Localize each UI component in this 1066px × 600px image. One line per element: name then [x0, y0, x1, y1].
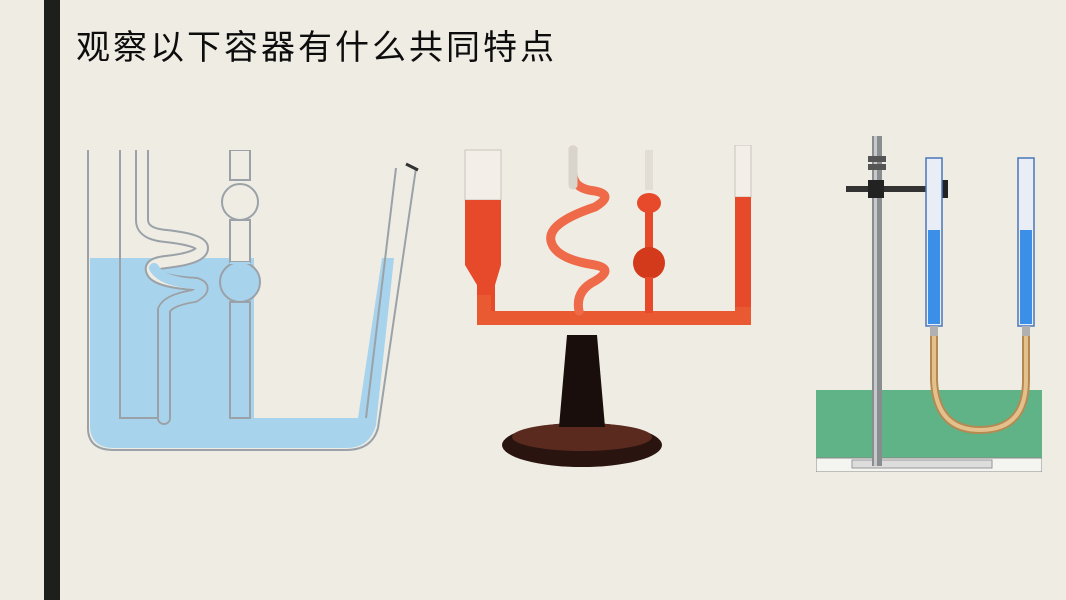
- bulb-tube-top: [229, 150, 251, 181]
- stand-column: [559, 335, 605, 427]
- bottom-pipe: [477, 295, 751, 325]
- water-left-tube: [90, 258, 120, 423]
- upper-red-bulb: [637, 193, 661, 213]
- accent-bar: [44, 0, 60, 600]
- bulb-stem: [229, 301, 251, 419]
- page-title: 观察以下容器有什么共同特点: [76, 28, 557, 68]
- red-connected-vessels-image: [464, 145, 752, 467]
- coil-tube-water: [149, 263, 207, 423]
- right-red-tube: [735, 197, 751, 307]
- vessel-outline: [87, 150, 417, 451]
- s-curve-tube: [546, 145, 610, 316]
- left-red-tube: [465, 200, 501, 315]
- bulb-neck: [229, 219, 251, 263]
- lower-bulb: [219, 261, 261, 303]
- blue-connected-vessels-image: [87, 150, 419, 451]
- burette-stand-image: [816, 136, 1042, 472]
- upper-bulb: [221, 183, 259, 221]
- clamp-arm: [846, 186, 948, 192]
- lower-red-bulb: [633, 247, 665, 279]
